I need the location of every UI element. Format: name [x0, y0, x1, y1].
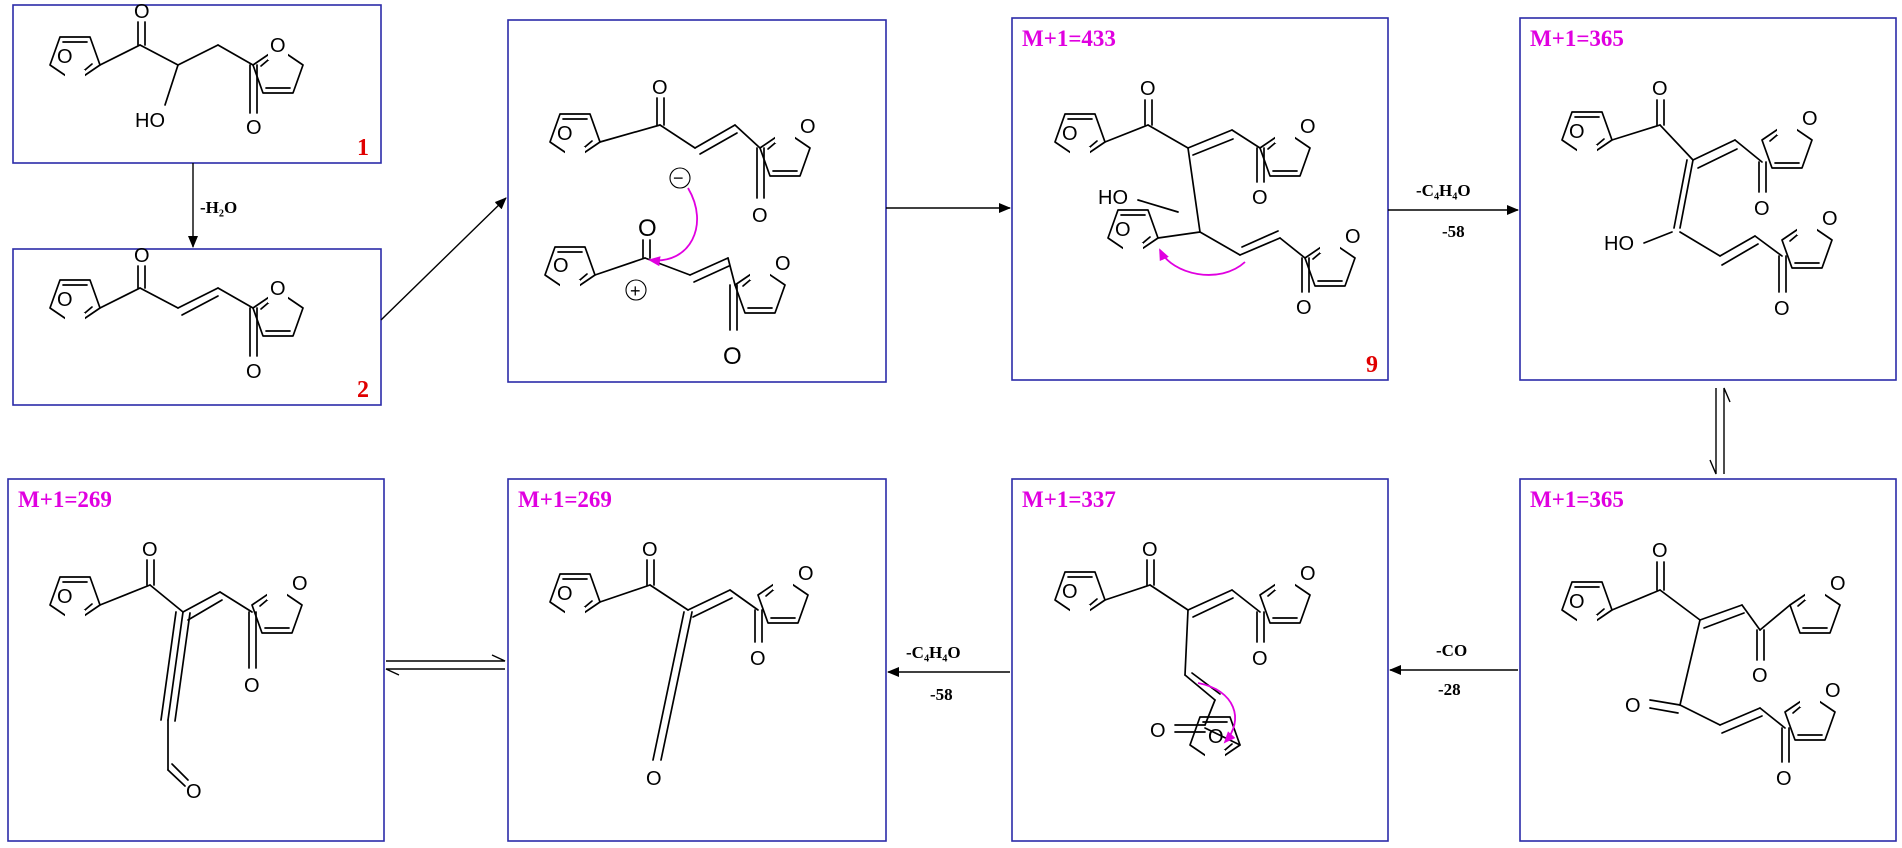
box-compound-9	[1011, 17, 1389, 381]
svg-text:O: O	[1825, 680, 1841, 702]
condition-co-loss-mass: -28	[1438, 680, 1461, 699]
structure-m269-left: O O O O O	[49, 539, 308, 803]
mass-label-269-left: M+1=269	[18, 487, 112, 512]
svg-text:O: O	[1345, 226, 1361, 248]
structure-compound-2: O O O O	[49, 245, 304, 383]
svg-text:O: O	[798, 563, 814, 585]
condition-furan-loss-1: -C₄H₄O	[1416, 181, 1471, 200]
svg-text:O: O	[292, 573, 308, 595]
svg-text:O: O	[1569, 591, 1585, 613]
mass-label-337: M+1=337	[1022, 487, 1116, 512]
structure-m365-bottom: O O O O O O O	[1561, 540, 1846, 790]
equilibrium-vertical-icon	[1709, 387, 1731, 475]
svg-text:O: O	[1830, 573, 1846, 595]
compound-number-1: 1	[357, 135, 369, 161]
svg-text:−: −	[673, 168, 684, 188]
mass-label-433: M+1=433	[1022, 26, 1116, 51]
curved-arrow-icon	[1159, 248, 1246, 276]
svg-text:+: +	[630, 281, 641, 301]
svg-text:HO: HO	[1098, 187, 1128, 209]
negative-charge-icon	[669, 167, 691, 189]
svg-text:O: O	[1774, 298, 1790, 320]
svg-text:O: O	[642, 539, 658, 561]
svg-text:O: O	[1142, 539, 1158, 561]
box-m337	[1011, 478, 1389, 842]
structure-compound-9: O O O O HO O O O	[1054, 78, 1361, 319]
box-ion-pair	[507, 19, 887, 383]
svg-text:O: O	[1300, 563, 1316, 585]
svg-text:O: O	[750, 648, 766, 670]
svg-text:O: O	[134, 245, 150, 267]
svg-text:O: O	[244, 675, 260, 697]
svg-text:O: O	[1569, 121, 1585, 143]
svg-text:O: O	[1150, 720, 1166, 742]
svg-text:O: O	[246, 361, 262, 383]
mass-label-365-bottom: M+1=365	[1530, 487, 1624, 512]
svg-text:O: O	[1252, 648, 1268, 670]
svg-text:O: O	[1652, 78, 1668, 100]
svg-text:O: O	[1252, 187, 1268, 209]
svg-text:O: O	[142, 539, 158, 561]
svg-text:O: O	[553, 255, 569, 277]
svg-text:O: O	[557, 583, 573, 605]
svg-text:O: O	[186, 781, 202, 803]
svg-text:O: O	[557, 123, 573, 145]
condition-water-loss: -H₂O	[200, 198, 237, 217]
box-m365-top	[1519, 17, 1897, 381]
svg-text:O: O	[1208, 726, 1224, 748]
structure-m269-mid: O O O O O	[549, 539, 814, 790]
svg-text:O: O	[1802, 108, 1818, 130]
positive-charge-icon	[625, 279, 647, 301]
condition-furan-loss-1-mass: -58	[1442, 222, 1465, 241]
compound-number-9: 9	[1366, 352, 1378, 378]
condition-furan-loss-2: -C₄H₄O	[906, 643, 961, 662]
svg-text:O: O	[775, 253, 791, 275]
svg-text:HO: HO	[1604, 233, 1634, 255]
svg-text:O: O	[134, 1, 150, 23]
svg-text:O: O	[57, 46, 73, 68]
box-m269-left	[7, 478, 385, 842]
svg-text:O: O	[646, 768, 662, 790]
equilibrium-horizontal-icon	[385, 654, 506, 676]
svg-text:O: O	[1296, 297, 1312, 319]
condition-co-loss: -CO	[1436, 641, 1467, 660]
svg-text:O: O	[638, 215, 657, 242]
svg-text:O: O	[57, 586, 73, 608]
condition-furan-loss-2-mass: -58	[930, 685, 953, 704]
svg-text:O: O	[1822, 208, 1838, 230]
svg-text:O: O	[1115, 219, 1131, 241]
structure-m365-top: O O O O HO O O	[1561, 78, 1838, 320]
svg-text:O: O	[1300, 116, 1316, 138]
mass-label-365-top: M+1=365	[1530, 26, 1624, 51]
curved-arrow-icon	[648, 187, 698, 267]
mass-label-269-mid: M+1=269	[518, 487, 612, 512]
svg-text:O: O	[800, 116, 816, 138]
structure-compound-1: O O HO O O	[49, 1, 304, 139]
compound-number-2: 2	[357, 377, 369, 403]
svg-text:O: O	[1754, 198, 1770, 220]
box-m365-bottom	[1519, 478, 1897, 842]
svg-text:O: O	[1752, 665, 1768, 687]
svg-text:O: O	[1776, 768, 1792, 790]
svg-text:O: O	[1625, 695, 1641, 717]
box-m269-mid	[507, 478, 887, 842]
svg-text:O: O	[1140, 78, 1156, 100]
svg-text:O: O	[652, 77, 668, 99]
curved-arrow-icon	[1197, 682, 1236, 744]
svg-text:O: O	[270, 278, 286, 300]
arrow-2-to-ion-pair	[380, 197, 507, 321]
svg-text:O: O	[1062, 581, 1078, 603]
svg-text:O: O	[246, 117, 262, 139]
svg-text:O: O	[270, 35, 286, 57]
svg-text:O: O	[57, 289, 73, 311]
structure-ion-pair: O O O O − O O O O +	[544, 77, 816, 370]
structure-m337: O O O O O O	[1054, 539, 1316, 773]
svg-text:O: O	[723, 343, 742, 370]
svg-text:HO: HO	[135, 110, 165, 132]
svg-text:O: O	[1652, 540, 1668, 562]
svg-text:O: O	[752, 205, 768, 227]
svg-text:O: O	[1062, 123, 1078, 145]
